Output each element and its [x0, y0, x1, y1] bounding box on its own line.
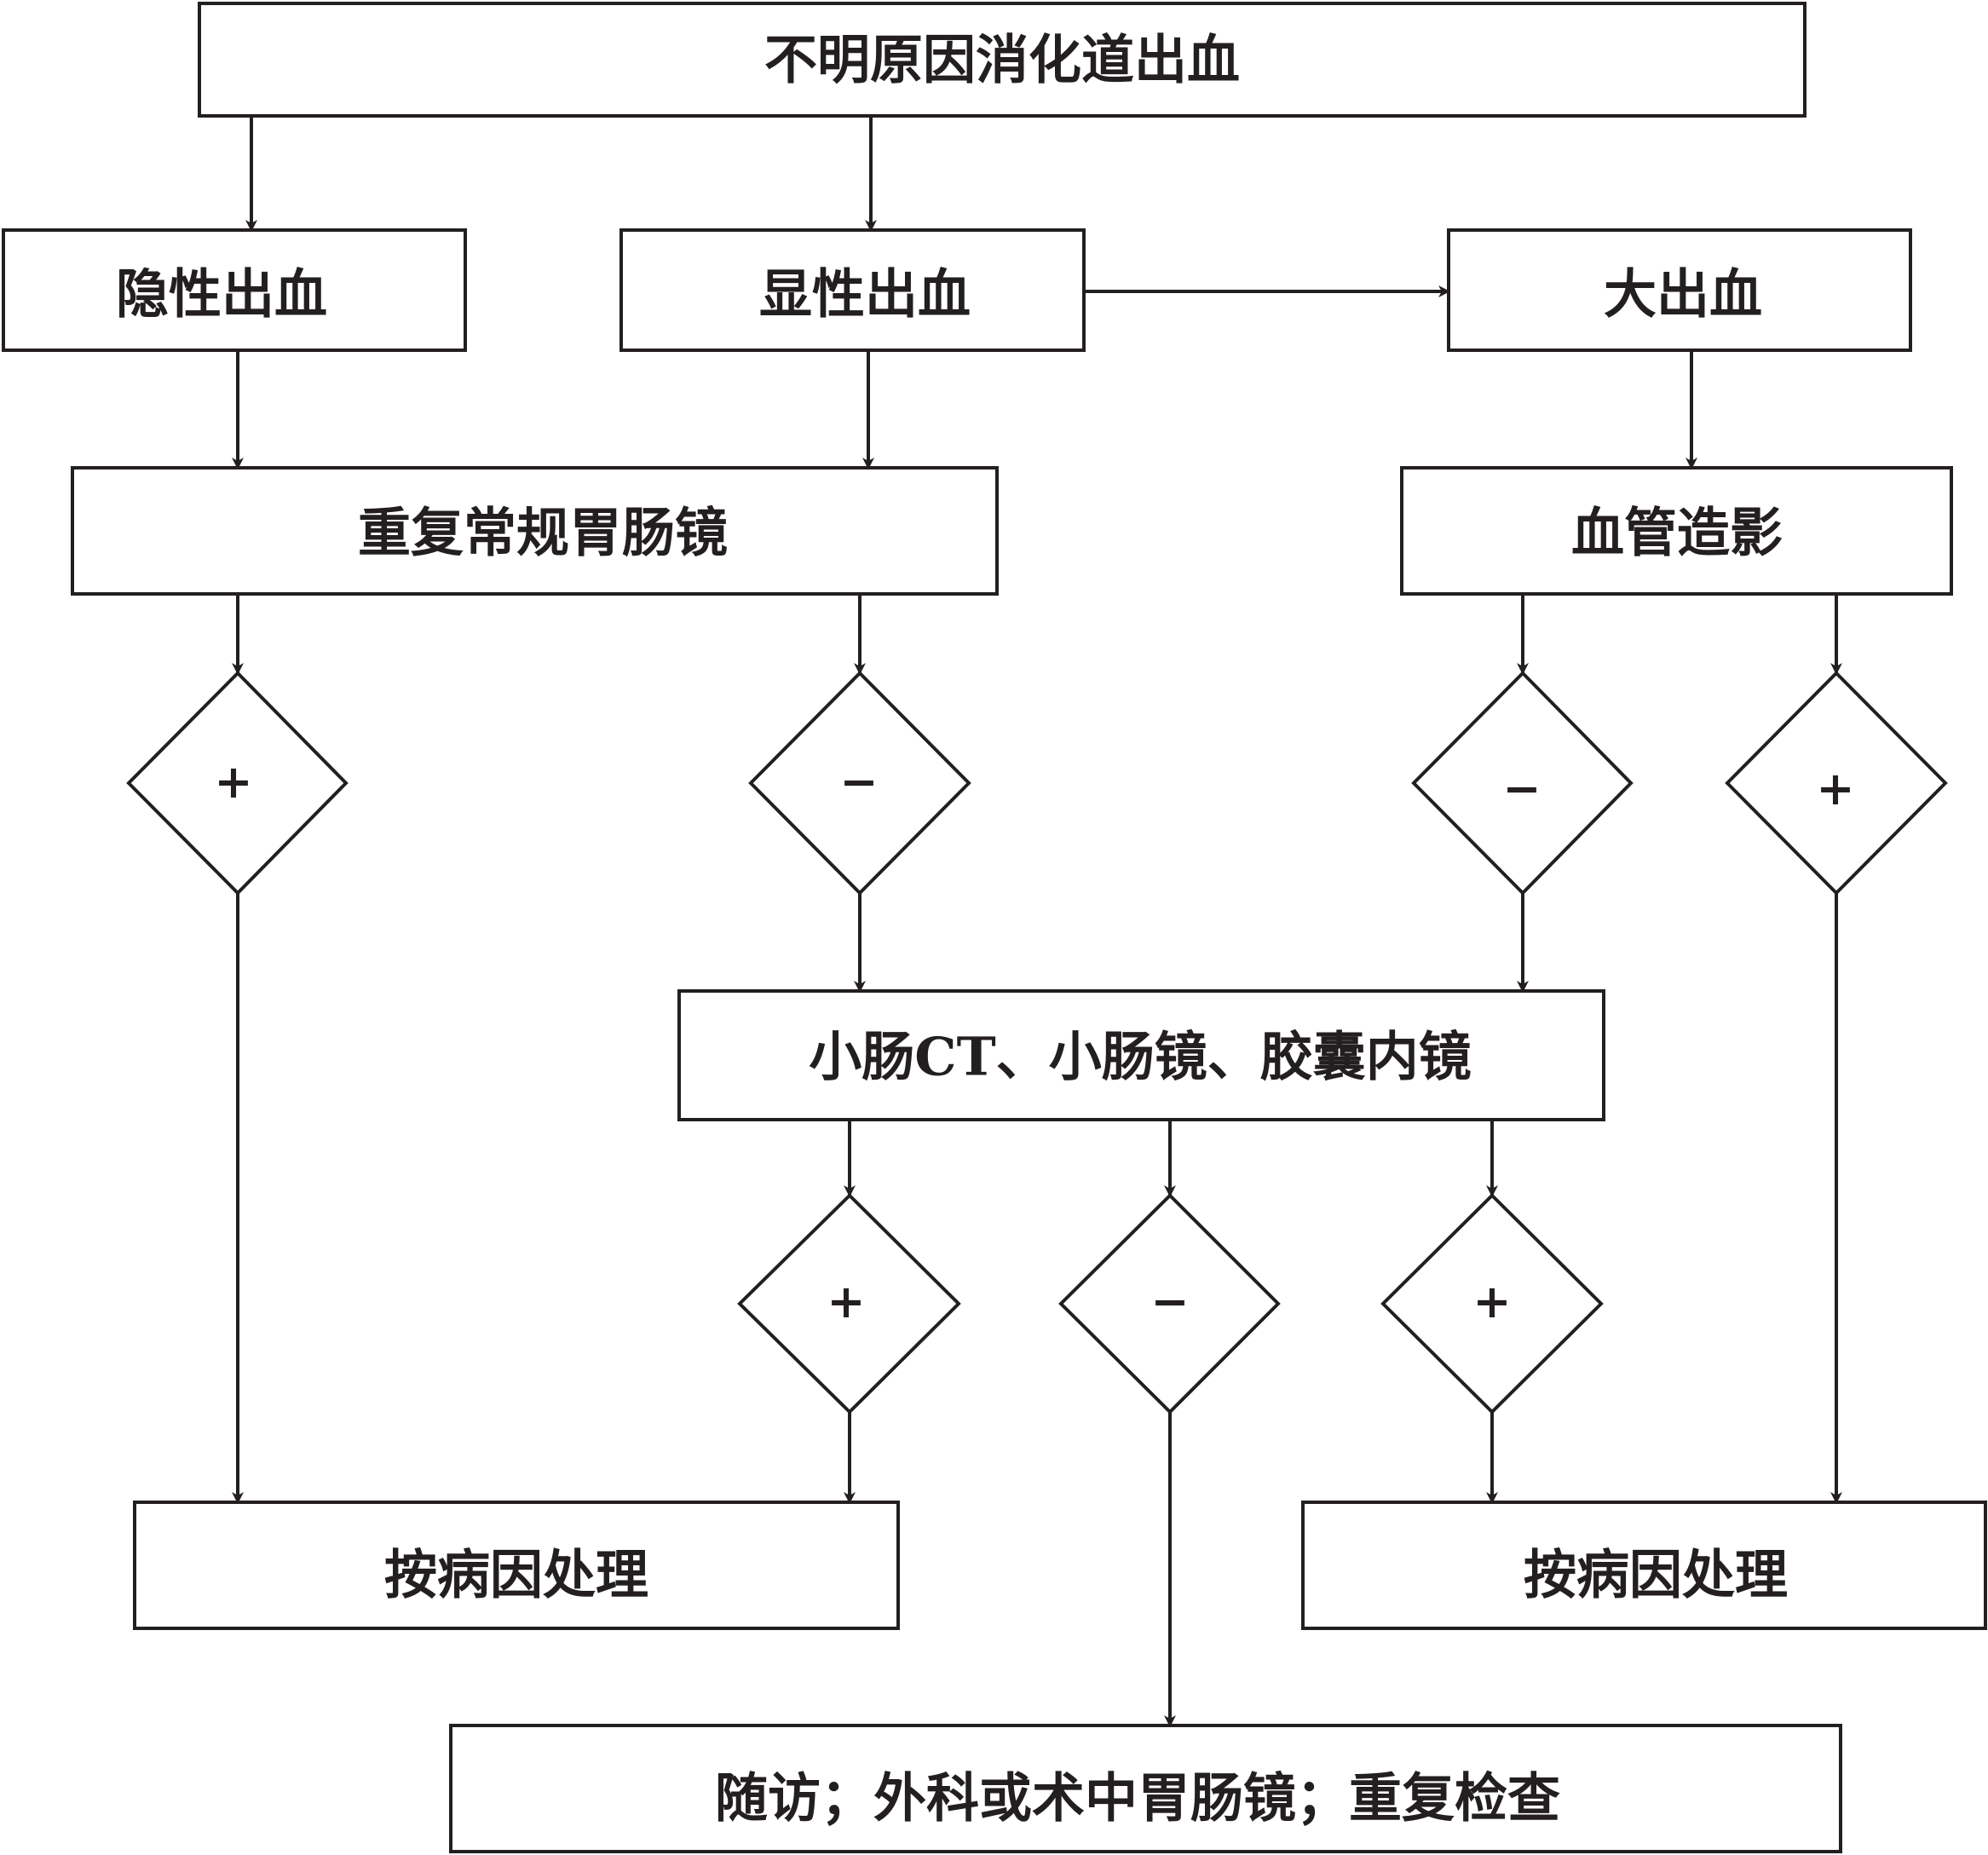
node-small-bowel-exam-label: 小肠CT、小肠镜、胶囊内镜	[809, 1026, 1471, 1088]
node-followup-label: 随访；外科或术中胃肠镜；重复检查	[715, 1767, 1560, 1829]
node-repeat-endoscopy-label: 重复常规胃肠镜	[358, 502, 728, 564]
decision-angio-neg-label: −	[1502, 761, 1541, 815]
node-overt-label: 显性出血	[759, 263, 971, 325]
node-followup: 随访；外科或术中胃肠镜；重复检查	[449, 1724, 1842, 1853]
decision-repeat-pos: +	[126, 671, 349, 896]
node-massive: 大出血	[1447, 228, 1912, 352]
flow-edges	[232, 116, 1842, 1727]
decision-sb-pos-right-label: +	[1472, 1274, 1511, 1328]
node-treat-left: 按病因处理	[133, 1501, 900, 1630]
decision-repeat-pos-label: +	[214, 754, 252, 809]
decision-repeat-neg: −	[748, 671, 971, 896]
node-root: 不明原因消化道出血	[198, 2, 1806, 118]
node-treat-right: 按病因处理	[1301, 1501, 1987, 1630]
node-small-bowel-exam: 小肠CT、小肠镜、胶囊内镜	[677, 989, 1605, 1121]
node-angiography-label: 血管造影	[1571, 502, 1783, 564]
node-occult: 隐性出血	[2, 228, 467, 352]
node-repeat-endoscopy: 重复常规胃肠镜	[71, 466, 999, 596]
decision-sb-neg: −	[1058, 1193, 1281, 1414]
node-occult-label: 隐性出血	[116, 263, 327, 325]
node-treat-right-label: 按病因处理	[1524, 1544, 1788, 1606]
decision-repeat-neg-label: −	[839, 754, 878, 809]
node-overt: 显性出血	[619, 228, 1086, 352]
decision-sb-pos-left-label: +	[827, 1274, 865, 1328]
node-angiography: 血管造影	[1400, 466, 1953, 596]
decision-angio-pos: +	[1725, 671, 1948, 896]
decision-sb-pos-left: +	[737, 1193, 961, 1414]
decision-sb-neg-label: −	[1150, 1274, 1189, 1328]
node-root-label: 不明原因消化道出血	[764, 29, 1240, 91]
decision-sb-pos-right: +	[1380, 1193, 1604, 1414]
decision-angio-neg: −	[1411, 671, 1634, 896]
node-massive-label: 大出血	[1604, 263, 1762, 325]
node-treat-left-label: 按病因处理	[384, 1544, 648, 1606]
decision-angio-pos-label: +	[1816, 761, 1854, 815]
